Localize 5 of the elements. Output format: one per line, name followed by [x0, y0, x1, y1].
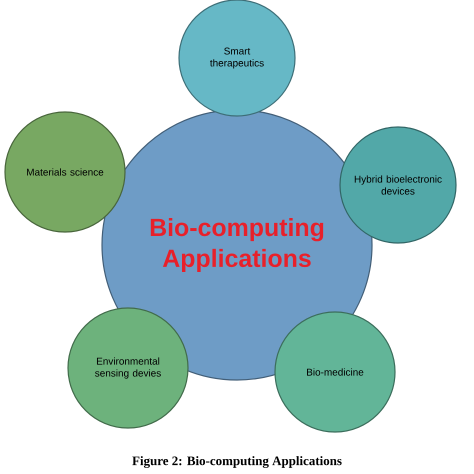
circle-node: Bio-medicine — [274, 311, 396, 433]
figure-caption: Figure 2: Bio-computing Applications — [132, 456, 342, 468]
circle-node: Materials science — [4, 111, 126, 233]
circle-node: Hybrid bioelectronic devices — [339, 126, 457, 244]
circle-node: Environmental sensing devies — [67, 307, 189, 429]
